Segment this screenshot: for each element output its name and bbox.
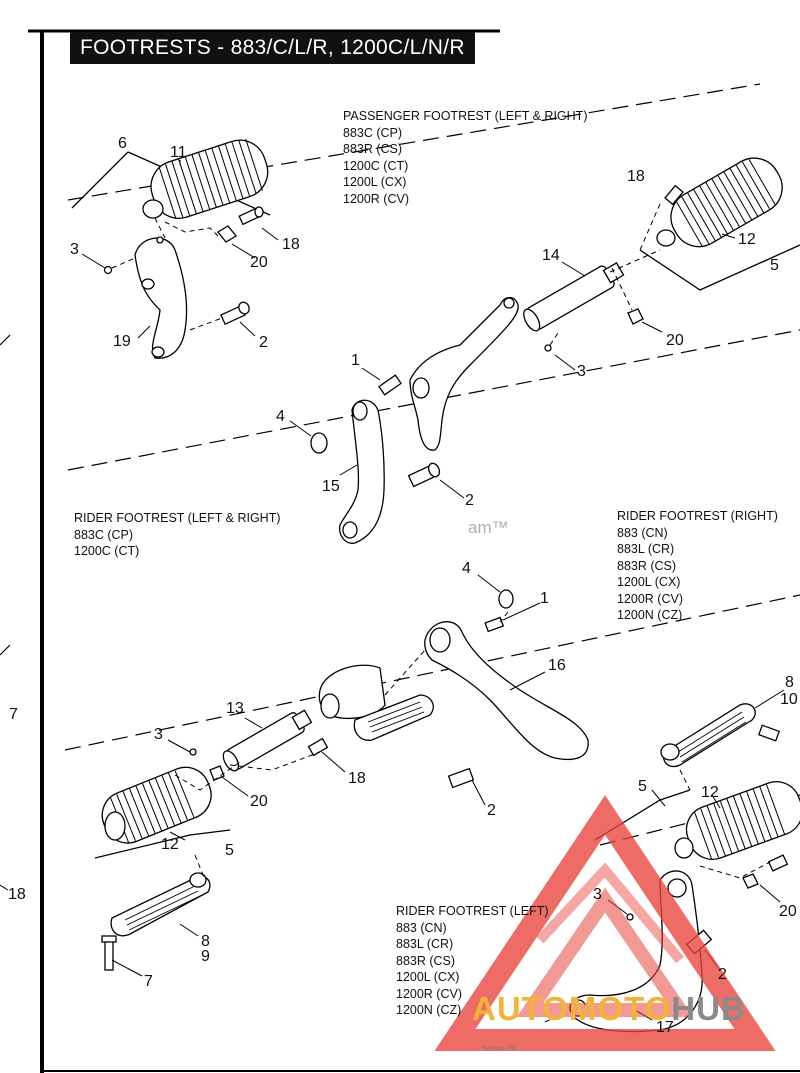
callout-number: 8	[785, 674, 794, 691]
faint-mark: am™	[468, 518, 509, 537]
callout-number: 3	[593, 886, 602, 903]
model-code: 883R (CS)	[396, 953, 456, 968]
model-code: 883 (CN)	[396, 920, 447, 935]
callout-number: 16	[548, 657, 566, 674]
callout-number: 2	[465, 492, 474, 509]
callout-number: 4	[276, 408, 285, 425]
callout-number: 1	[540, 590, 549, 607]
callout-number: 7	[9, 706, 18, 723]
callout-number: 18	[282, 236, 300, 253]
callout-number: 11	[170, 144, 187, 161]
model-code: 883R (CS)	[617, 558, 677, 573]
model-code: 1200C (CT)	[343, 158, 409, 173]
callout-number: 17	[656, 1019, 674, 1036]
callout-number: 5	[638, 778, 647, 795]
footer-note: Services, Inc.	[482, 1046, 519, 1052]
callout-number: 3	[154, 726, 163, 743]
rider-footrest-right-label: RIDER FOOTREST (RIGHT) 883 (CN) 883L (CR…	[617, 508, 778, 624]
callout-number: 3	[577, 363, 586, 380]
watermark-text: AUTOMOTOHUB	[472, 990, 746, 1028]
group-heading: RIDER FOOTREST (LEFT)	[396, 904, 549, 918]
model-code: 883R (CS)	[343, 142, 403, 156]
callout-number: 2	[487, 802, 496, 819]
model-code: 1200N (CZ)	[617, 608, 683, 622]
model-code: 883L (CR)	[396, 937, 454, 951]
callout-number: 3	[70, 241, 79, 258]
watermark-part-auto: AUTO	[472, 990, 569, 1027]
rider-right-assembly	[94, 589, 589, 971]
watermark-part-moto: MOTO	[568, 990, 672, 1027]
model-code: 1200N (CZ)	[396, 1003, 462, 1017]
model-code: 1200C (CT)	[74, 544, 140, 558]
model-code: 1200R (CV)	[343, 191, 409, 206]
model-code: 1200L (CX)	[343, 175, 407, 189]
model-code: 1200R (CV)	[617, 591, 683, 606]
model-code: 883C (CP)	[74, 527, 134, 542]
callout-number: 18	[627, 168, 645, 185]
group-heading: RIDER FOOTREST (RIGHT)	[617, 509, 778, 523]
model-code: 1200L (CX)	[396, 970, 460, 984]
callout-number: 15	[322, 478, 340, 495]
page-title: FOOTRESTS - 883/C/L/R, 1200C/L/N/R	[70, 32, 475, 64]
group-heading: RIDER FOOTREST (LEFT & RIGHT)	[74, 511, 281, 525]
watermark-logo	[434, 795, 776, 1051]
group-heading: PASSENGER FOOTREST (LEFT & RIGHT)	[343, 109, 588, 123]
model-code: 883 (CN)	[617, 525, 668, 540]
callout-number: 13	[226, 700, 244, 717]
callout-number: 14	[542, 247, 560, 264]
watermark-part-hub: HUB	[671, 990, 746, 1027]
callout-leaders	[0, 160, 785, 1021]
passenger-left-assembly	[71, 138, 271, 359]
callout-number: 1	[351, 352, 360, 369]
callout-number: 5	[770, 257, 779, 274]
callout-number: 12	[701, 784, 719, 801]
rider-left-leaders	[544, 769, 771, 1023]
rider-right-leaders	[174, 611, 509, 881]
callout-number: 18	[348, 770, 366, 787]
footpeg-rubber-11	[142, 138, 269, 219]
model-code: 883C (CP)	[343, 125, 403, 140]
callout-number: 2	[718, 966, 727, 983]
callout-number: 12	[161, 836, 179, 853]
callout-number: 7	[144, 973, 153, 990]
passenger-left-leaders	[111, 217, 223, 331]
callout-number: 6	[118, 135, 127, 152]
callout-number: 8	[201, 933, 210, 950]
callout-number: 5	[225, 842, 234, 859]
callout-number: 19	[113, 333, 131, 350]
model-code: 883L (CR)	[617, 542, 675, 556]
rider-footrest-lr-label: RIDER FOOTREST (LEFT & RIGHT) 883C (CP) …	[74, 510, 281, 560]
callout-number: 20	[250, 793, 268, 810]
model-code: 1200R (CV)	[396, 986, 462, 1001]
callout-number: 18	[8, 886, 26, 903]
passenger-footrest-label: PASSENGER FOOTREST (LEFT & RIGHT) 883C (…	[343, 108, 587, 207]
callout-number: 10	[780, 691, 798, 708]
callout-number: 20	[666, 332, 684, 349]
passenger-right-leaders	[549, 203, 661, 346]
callout-number: 20	[779, 903, 797, 920]
model-code: 1200L (CX)	[617, 575, 681, 589]
callout-number: 12	[738, 231, 756, 248]
callout-number: 4	[462, 560, 471, 577]
rider-footrest-left-label: RIDER FOOTREST (LEFT) 883 (CN) 883L (CR)…	[396, 903, 549, 1019]
callout-number: 20	[250, 254, 268, 271]
passenger-right-assembly	[310, 157, 800, 544]
callout-number: 9	[201, 948, 210, 965]
callout-number: 2	[259, 334, 268, 351]
